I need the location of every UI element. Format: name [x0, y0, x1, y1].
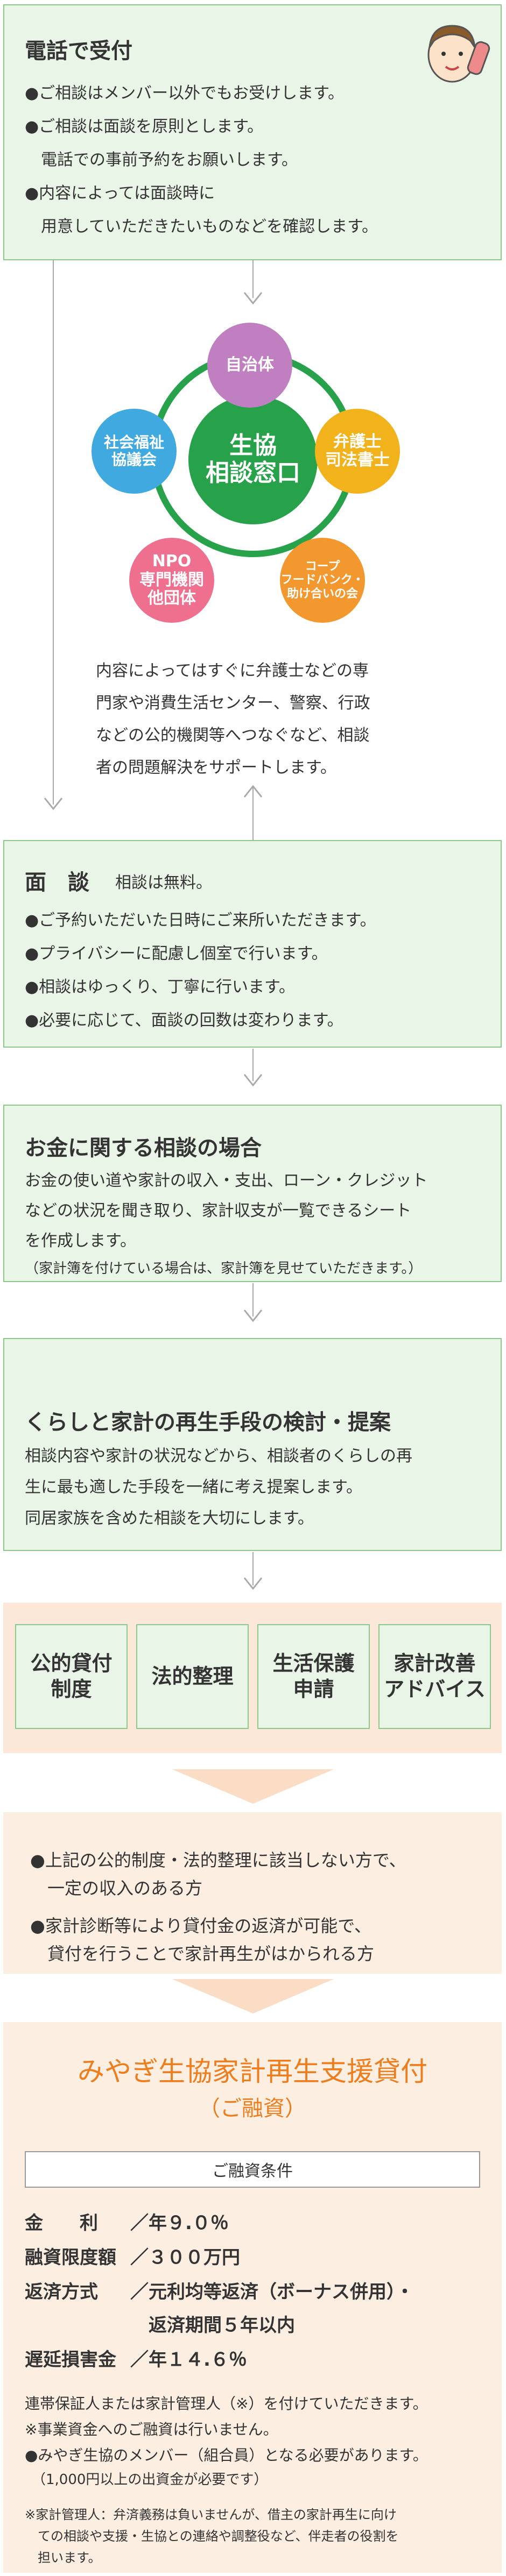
network-desc-3: などの公的機関等へつなぐなど、相談 [96, 726, 370, 745]
loan-note-2: ※事業資金へのご融資は行いません。 [25, 2421, 278, 2438]
phone-line-5: 用意していただきたいものなどを確認します。 [25, 217, 378, 236]
operator-icon [427, 25, 490, 83]
flow-line-2 [252, 787, 254, 840]
eligibility-line-3: ●家計診断等により貸付金の返済が可能で、 [30, 1916, 372, 1936]
node-npo: NPO 専門機関 他団体 [129, 538, 214, 623]
eligibility-line-4: 貸付を行うことで家計再生がはかられる方 [30, 1944, 375, 1964]
loan-footnote-2: ての相談や支援・生協との連絡や調整役など、伴走者の役割を [25, 2529, 399, 2544]
phone-line-2: ●ご相談は面談を原則とします。 [25, 117, 264, 136]
flow-arrow-1 [243, 292, 263, 305]
plan-line-3: 同居家族を含めた相談を大切にします。 [25, 1509, 314, 1528]
loan-box: みやぎ生協家計再生支援貸付 （ご融資） ご融資条件 金 利 ／年９.０％ 融資限… [3, 2022, 502, 2573]
money-note: （家計簿を付けている場合は、家計簿を見せていただきます。） [25, 1261, 423, 1277]
condition-repayment-label: 返済方式 [25, 2281, 98, 2303]
condition-interest-value: ／年９.０％ [130, 2212, 229, 2234]
interview-line-3: ●相談はゆっくり、丁寧に行います。 [25, 978, 295, 997]
option-public-loan: 公的貸付 制度 [15, 1624, 128, 1729]
flow-line-4 [252, 1283, 254, 1317]
condition-limit-label: 融資限度額 [25, 2247, 116, 2268]
node-bengoshi: 弁護士 司法書士 [315, 409, 400, 494]
interview-line-4: ●必要に応じて、面談の回数は変わります。 [25, 1011, 343, 1030]
eligibility-box: ●上記の公的制度・法的整理に該当しない方で、 一定の収入のある方 ●家計診断等に… [3, 1812, 502, 1974]
flow-line-1 [252, 260, 254, 298]
loan-title: みやぎ生協家計再生支援貸付 [78, 2056, 427, 2087]
node-coop: コープ フードバンク・ 助け合いの会 [280, 538, 365, 623]
condition-repayment-period: 返済期間５年以内 [130, 2315, 295, 2336]
money-title: お金に関する相談の場合 [25, 1136, 262, 1161]
loan-note-3: ●みやぎ生協のメンバー（組合員）となる必要があります。 [25, 2446, 428, 2464]
conditions-header-label: ご融資条件 [212, 2162, 293, 2181]
flow-line-5 [252, 1552, 254, 1585]
plan-title: くらしと家計の再生手段の検討・提案 [25, 1410, 391, 1435]
condition-limit-value: ／３００万円 [130, 2247, 240, 2268]
plan-line-2: 生に最も適した手段を一緒に考え提案します。 [25, 1478, 362, 1497]
money-line-3: を作成します。 [25, 1232, 136, 1250]
node-shakyo: 社会福祉 協議会 [92, 409, 177, 494]
condition-interest-label: 金 利 [25, 2212, 98, 2234]
big-down-arrow-2 [172, 1979, 334, 2013]
money-consultation-box: お金に関する相談の場合 お金の使い道や家計の収入・支出、ローン・クレジット など… [3, 1105, 502, 1282]
loan-note-1: 連帯保証人または家計管理人（※）を付けていただきます。 [25, 2395, 428, 2413]
loan-note-4: （1,000円以上の出資金が必要です） [25, 2472, 268, 2488]
eligibility-line-2: 一定の収入のある方 [30, 1878, 203, 1898]
plan-line-1: 相談内容や家計の状況などから、相談者のくらしの再 [25, 1447, 412, 1465]
center-consultation-window: 生協 相談窓口 [188, 395, 318, 524]
flow-arrow-3 [243, 1074, 263, 1087]
network-desc-2: 門家や消費生活センター、警察、行政 [96, 694, 370, 713]
eligibility-line-1: ●上記の公的制度・法的整理に該当しない方で、 [30, 1850, 406, 1870]
loan-subtitle: （ご融資） [199, 2096, 306, 2121]
option-legal-settlement: 法的整理 [136, 1624, 249, 1729]
conditions-header: ご融資条件 [25, 2151, 480, 2188]
interview-box: 面 談 相談は無料。 ●ご予約いただいた日時にご来所いただきます。 ●プライバシ… [3, 840, 502, 1048]
phone-reception-box: 電話で受付 ●ご相談はメンバー以外でもお受けします。 ●ご相談は面談を原則としま… [3, 4, 502, 260]
condition-repayment-value: ／元利均等返済（ボーナス併用）・ [130, 2281, 414, 2303]
flow-arrow-4 [243, 1310, 263, 1322]
condition-late-fee-value: ／年１４.６％ [130, 2349, 247, 2371]
option-budget-advice: 家計改善 アドバイス [378, 1624, 491, 1729]
flow-line-left [53, 260, 54, 805]
phone-reception-title: 電話で受付 [25, 39, 132, 63]
phone-line-4: ●内容によっては面談時に [25, 184, 215, 203]
money-line-2: などの状況を聞き取り、家計収支が一覧できるシート [25, 1201, 412, 1220]
flow-arrow-5 [243, 1577, 263, 1590]
phone-line-3: 電話での事前予約をお願いします。 [25, 151, 298, 169]
flow-arrow-2-up [243, 785, 263, 798]
money-line-1: お金の使い道や家計の収入・支出、ローン・クレジット [25, 1171, 428, 1190]
interview-line-1: ●ご予約いただいた日時にご来所いただきます。 [25, 911, 376, 930]
interview-title: 面 談 [25, 870, 89, 895]
network-desc-4: 者の問題解決をサポートします。 [96, 758, 336, 777]
flow-line-3 [252, 1049, 254, 1081]
option-welfare-application: 生活保護 申請 [257, 1624, 370, 1729]
loan-footnote-3: 担います。 [25, 2550, 101, 2565]
condition-late-fee-label: 遅延損害金 [25, 2349, 116, 2371]
network-desc-1: 内容によってはすぐに弁護士などの専 [96, 661, 369, 680]
interview-note: 相談は無料。 [115, 873, 212, 892]
phone-line-1: ●ご相談はメンバー以外でもお受けします。 [25, 84, 345, 103]
big-down-arrow-1 [172, 1769, 334, 1804]
flow-arrow-left-head [44, 798, 63, 810]
interview-line-2: ●プライバシーに配慮し個室で行います。 [25, 944, 328, 963]
plan-proposal-box: くらしと家計の再生手段の検討・提案 相談内容や家計の状況などから、相談者のくらし… [3, 1338, 502, 1551]
loan-footnote-1: ※家計管理人：弁済義務は負いませんが、借主の家計再生に向け [25, 2507, 397, 2522]
node-jichitai: 自治体 [207, 323, 292, 408]
